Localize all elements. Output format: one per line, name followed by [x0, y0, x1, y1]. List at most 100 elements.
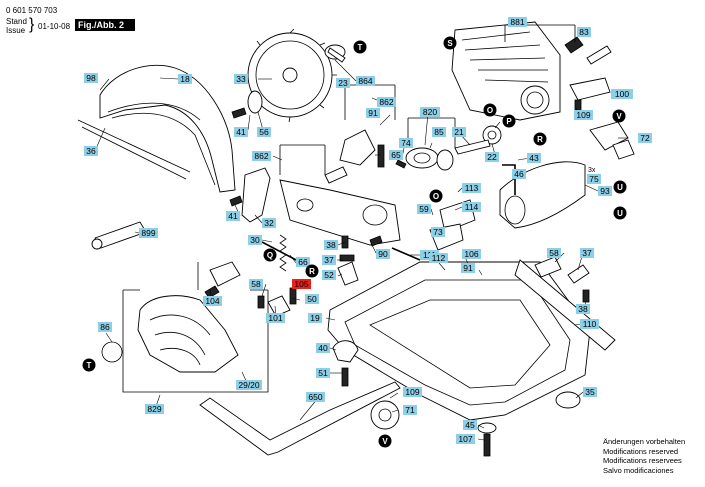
upper-blade-guard: [99, 64, 236, 193]
callout-label: 98: [84, 73, 98, 83]
callout-label: 22: [485, 152, 499, 162]
callout-label: 71: [403, 405, 417, 415]
lever-32: [241, 167, 271, 223]
callout-label: 30: [248, 235, 262, 245]
callout-label: 83: [577, 27, 591, 37]
svg-text:S: S: [447, 39, 453, 48]
callout-label: 50: [305, 294, 319, 304]
handle-100: [569, 77, 611, 101]
parallel-guide: [199, 381, 401, 456]
modification-notes: Änderungen vorbehalten Modifications res…: [603, 437, 685, 475]
knob-71: [370, 400, 400, 430]
quantity-note: 3x: [588, 167, 596, 174]
svg-text:72: 72: [640, 133, 650, 143]
callout-label: 75: [587, 174, 601, 184]
ring-86: [101, 341, 123, 363]
svg-text:V: V: [616, 112, 622, 121]
svg-text:74: 74: [401, 138, 411, 148]
svg-text:98: 98: [86, 73, 96, 83]
callout-label: 90: [376, 249, 390, 259]
callout-label: 45: [463, 420, 477, 430]
callout-label: 19: [308, 313, 322, 323]
svg-text:22: 22: [487, 152, 497, 162]
svg-text:19: 19: [310, 313, 320, 323]
svg-text:58: 58: [251, 279, 261, 289]
svg-text:O: O: [487, 106, 493, 115]
callout-label: 862: [377, 97, 396, 107]
callout-label: 23: [336, 78, 350, 88]
callout-marker: T: [353, 40, 367, 54]
svg-text:U: U: [617, 183, 623, 192]
callout-label: 109: [403, 387, 422, 397]
note-line: Salvo modificaciones: [603, 465, 674, 475]
lever-864: [339, 129, 376, 166]
callout-label: 32: [262, 218, 276, 228]
bearing-820: [405, 147, 439, 169]
callout-label: 881: [508, 17, 527, 27]
svg-text:43: 43: [529, 153, 539, 163]
callout-label: 37: [580, 248, 594, 258]
svg-text:59: 59: [419, 204, 429, 214]
svg-text:881: 881: [510, 17, 524, 27]
callout-label: 862: [252, 151, 271, 161]
svg-text:45: 45: [465, 420, 475, 430]
callout-label: 91: [366, 108, 380, 118]
svg-text:864: 864: [358, 76, 372, 86]
callout-label: 38: [576, 304, 590, 314]
callout-label: 899: [139, 228, 158, 238]
callout-label: 38: [324, 240, 338, 250]
knob-40: [332, 340, 359, 363]
callout-label: 114: [462, 202, 481, 212]
svg-text:18: 18: [180, 74, 190, 84]
callout-marker: R: [305, 264, 319, 278]
svg-text:41: 41: [228, 211, 238, 221]
callout-label: 100: [611, 89, 633, 99]
callout-marker: Q: [263, 248, 277, 262]
svg-text:66: 66: [298, 257, 308, 267]
callout-label: 52: [322, 270, 336, 280]
svg-text:50: 50: [307, 294, 317, 304]
callout-marker: P: [502, 114, 516, 128]
lever-104: [209, 261, 241, 287]
callout-label: 21: [452, 127, 466, 137]
depth-plate: [279, 179, 401, 246]
svg-text:104: 104: [205, 296, 219, 306]
guard-strip: [77, 119, 191, 180]
svg-text:40: 40: [318, 343, 328, 353]
svg-text:38: 38: [578, 304, 588, 314]
svg-text:112: 112: [432, 253, 446, 263]
switch-lever: [564, 36, 584, 54]
callout-label: 41: [226, 211, 240, 221]
callout-label: 104: [203, 296, 222, 306]
grease-tube: [94, 221, 147, 249]
svg-text:829: 829: [147, 404, 161, 414]
svg-text:T: T: [358, 43, 363, 52]
svg-text:650: 650: [308, 392, 322, 402]
callout-label: 864: [356, 76, 375, 86]
knob-101: [267, 295, 291, 317]
note-line: Änderungen vorbehalten: [603, 437, 686, 446]
brace-symbol: }: [29, 16, 35, 33]
callout-marker: V: [612, 109, 626, 123]
bolt-41: [231, 107, 247, 119]
flange-56: [247, 90, 263, 114]
callout-label: 85: [432, 127, 446, 137]
svg-text:899: 899: [141, 228, 155, 238]
pin-65: [377, 144, 385, 168]
part-number: 0 601 570 703: [6, 6, 58, 15]
svg-text:862: 862: [254, 151, 268, 161]
svg-text:75: 75: [589, 174, 599, 184]
svg-text:106: 106: [464, 249, 478, 259]
svg-text:46: 46: [514, 169, 524, 179]
svg-text:30: 30: [250, 235, 260, 245]
callout-label: 41: [234, 127, 248, 137]
svg-text:O: O: [433, 192, 439, 201]
callout-label: 46: [512, 169, 526, 179]
svg-text:113: 113: [465, 183, 479, 193]
note-line: Modifications reserved: [603, 446, 679, 456]
svg-text:109: 109: [405, 387, 419, 397]
lever-37: [567, 264, 590, 284]
callout-label: 113: [462, 183, 481, 193]
issue-date: 01-10-08: [38, 22, 71, 31]
